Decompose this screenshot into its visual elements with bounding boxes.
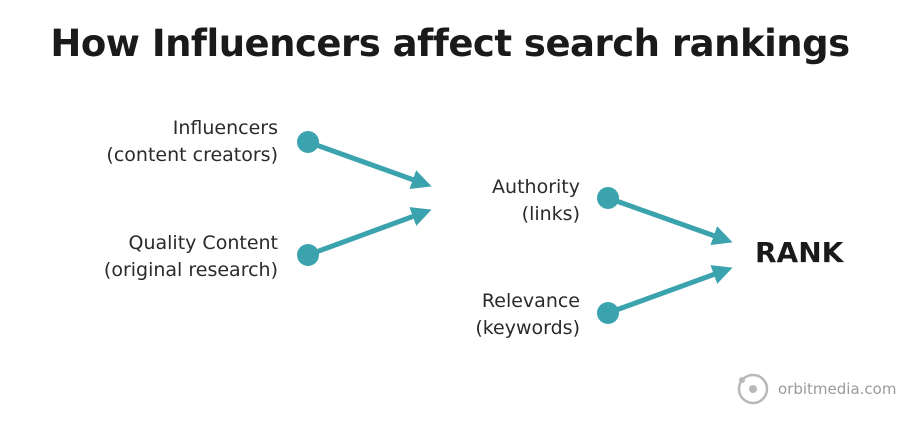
node-quality-content: Quality Content (original research) bbox=[104, 230, 278, 284]
watermark: orbitmedia.com bbox=[736, 372, 896, 406]
node-quality-content-title: Quality Content bbox=[128, 232, 279, 254]
arrow-start-dot bbox=[597, 302, 619, 324]
node-relevance-title: Relevance bbox=[481, 290, 580, 312]
node-quality-content-subtitle: (original research) bbox=[103, 259, 278, 281]
node-rank: RANK bbox=[755, 236, 844, 269]
diagram-title: How Influencers affect search rankings bbox=[50, 22, 850, 65]
arrow-authority-to-rank bbox=[597, 187, 733, 246]
arrow-influencers-to-authority bbox=[297, 131, 432, 190]
arrow-start-dot bbox=[297, 244, 319, 266]
arrow-quality-to-authority bbox=[297, 207, 432, 266]
node-influencers-title: Influencers bbox=[172, 117, 278, 139]
node-authority-title: Authority bbox=[492, 176, 580, 198]
node-relevance-subtitle: (keywords) bbox=[475, 317, 580, 339]
node-authority: Authority (links) bbox=[492, 174, 580, 228]
watermark-text: orbitmedia.com bbox=[778, 380, 897, 398]
node-authority-subtitle: (links) bbox=[521, 203, 580, 225]
arrow-start-dot bbox=[297, 131, 319, 153]
arrow-relevance-to-rank bbox=[597, 265, 733, 324]
orbit-logo-icon bbox=[737, 373, 769, 405]
arrow-start-dot bbox=[597, 187, 619, 209]
node-relevance: Relevance (keywords) bbox=[475, 288, 580, 342]
node-influencers-subtitle: (content creators) bbox=[106, 144, 278, 166]
node-influencers: Influencers (content creators) bbox=[106, 115, 278, 169]
